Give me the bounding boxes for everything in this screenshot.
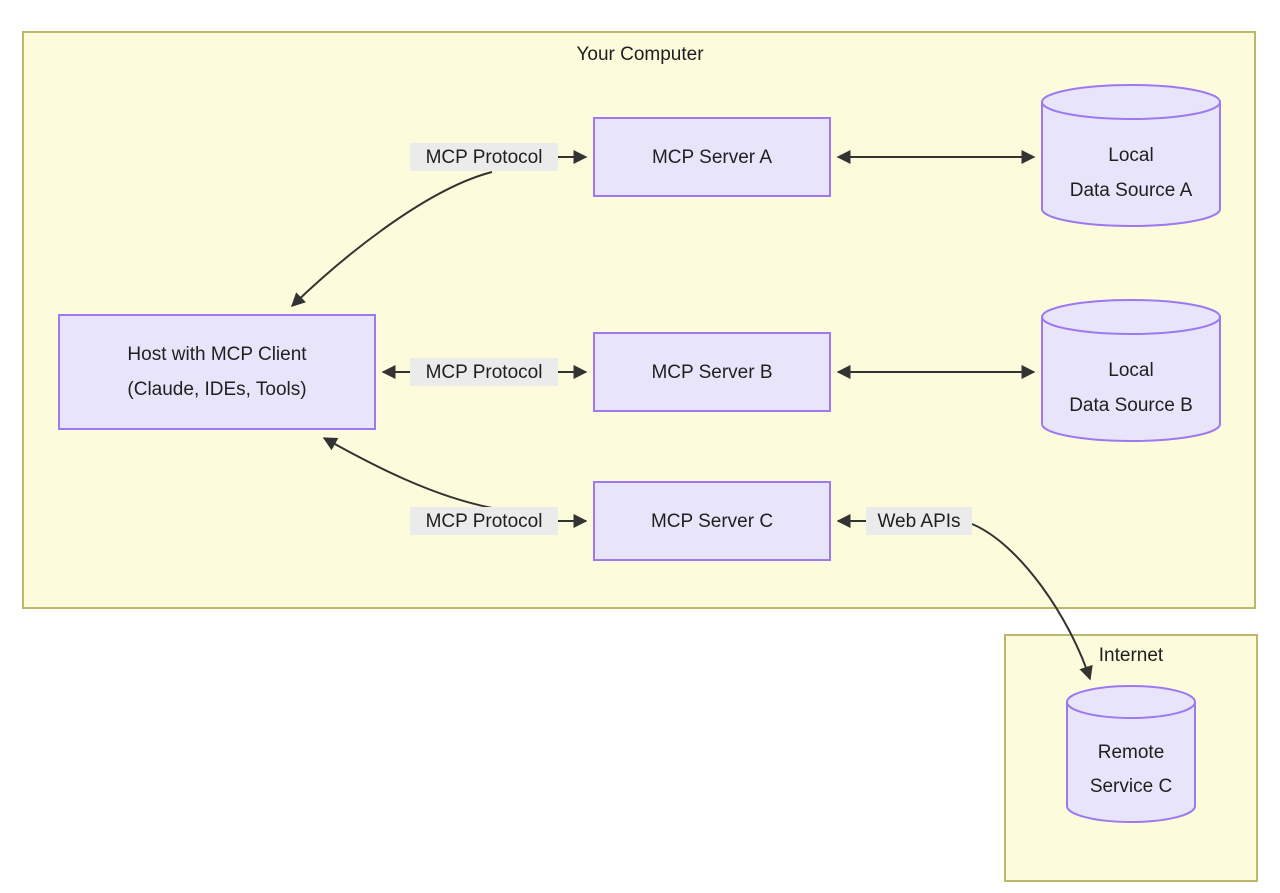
edge-label-mcp-protocol-b: MCP Protocol xyxy=(410,358,558,386)
mcp-protocol-a-label: MCP Protocol xyxy=(426,147,543,168)
edge-host-to-server-a xyxy=(290,150,588,307)
edge-host-to-server-a-curve xyxy=(290,171,493,307)
edge-label-mcp-protocol-a: MCP Protocol xyxy=(410,143,558,171)
remote-service-c-cylinder-body[interactable] xyxy=(1066,701,1196,823)
node-mcp-server-c[interactable]: MCP Server C xyxy=(593,481,831,561)
remote-service-c-label-line-2: Service C xyxy=(1090,776,1172,797)
mcp-protocol-b-label-bg xyxy=(410,358,558,386)
node-host-with-mcp-client[interactable]: Host with MCP Client (Claude, IDEs, Tool… xyxy=(58,314,376,430)
host-label-line-1: Host with MCP Client xyxy=(127,344,307,365)
internet-label: Internet xyxy=(1099,645,1164,666)
data-source-a-cylinder-body[interactable] xyxy=(1041,101,1221,227)
group-internet: Internet xyxy=(1004,634,1258,882)
host-box[interactable] xyxy=(58,314,376,430)
edge-host-to-server-c xyxy=(322,437,588,528)
remote-service-c-cylinder-top xyxy=(1066,685,1196,719)
your-computer-label: Your Computer xyxy=(576,44,704,65)
edge-label-web-apis: Web APIs xyxy=(866,507,972,535)
node-local-data-source-a[interactable]: Local Data Source A xyxy=(1041,84,1221,227)
edge-host-to-server-c-curve xyxy=(322,437,493,509)
data-source-a-label-line-2: Data Source A xyxy=(1070,180,1193,201)
edge-server-c-to-remote-service-c xyxy=(836,514,1093,681)
web-apis-label-bg xyxy=(866,507,972,535)
node-mcp-server-b[interactable]: MCP Server B xyxy=(593,332,831,412)
remote-service-c-label-line-1: Remote xyxy=(1098,742,1165,763)
data-source-b-label-line-2: Data Source B xyxy=(1069,395,1193,416)
mcp-protocol-a-label-bg xyxy=(410,143,558,171)
data-source-a-cylinder-top xyxy=(1041,84,1221,120)
mcp-protocol-c-label-bg xyxy=(410,507,558,535)
web-apis-label: Web APIs xyxy=(877,511,960,532)
server-b-label: MCP Server B xyxy=(651,362,772,383)
host-label-line-2: (Claude, IDEs, Tools) xyxy=(127,379,306,400)
server-b-box[interactable] xyxy=(593,332,831,412)
server-c-box[interactable] xyxy=(593,481,831,561)
node-local-data-source-b[interactable]: Local Data Source B xyxy=(1041,299,1221,442)
data-source-b-cylinder-top xyxy=(1041,299,1221,335)
data-source-a-label-line-1: Local xyxy=(1108,145,1153,166)
server-a-box[interactable] xyxy=(593,117,831,197)
mcp-protocol-b-label: MCP Protocol xyxy=(426,362,543,383)
server-c-label: MCP Server C xyxy=(651,511,773,532)
edge-label-mcp-protocol-c: MCP Protocol xyxy=(410,507,558,535)
node-remote-service-c[interactable]: Remote Service C xyxy=(1066,685,1196,823)
server-a-label: MCP Server A xyxy=(652,147,772,168)
mcp-protocol-c-label: MCP Protocol xyxy=(426,511,543,532)
data-source-b-cylinder-body[interactable] xyxy=(1041,316,1221,442)
edge-web-apis-curve xyxy=(971,523,1093,681)
internet-boundary xyxy=(1004,634,1258,882)
data-source-b-label-line-1: Local xyxy=(1108,360,1153,381)
node-mcp-server-a[interactable]: MCP Server A xyxy=(593,117,831,197)
